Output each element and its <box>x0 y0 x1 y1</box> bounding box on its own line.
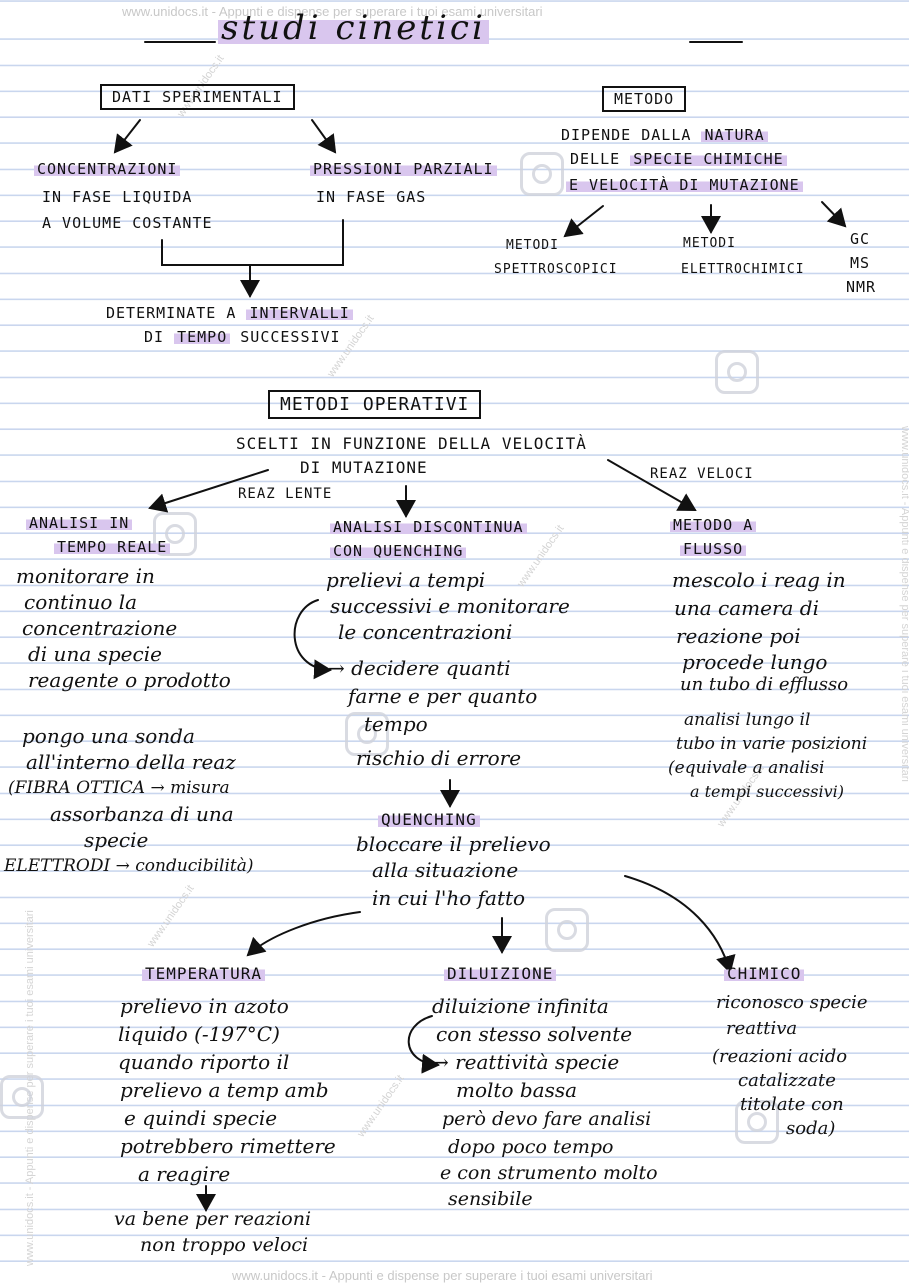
diluizione-title: DILUIZIONE <box>444 964 557 983</box>
chimico-line: (reazioni acido <box>712 1046 848 1067</box>
reaz-veloci-label: REAZ VELOCI <box>650 466 754 482</box>
tempo-reale-line: reagente o prodotto <box>28 668 231 692</box>
discontinua-line: farne e per quanto <box>348 684 538 708</box>
pressioni-title: PRESSIONI PARZIALI <box>310 160 497 178</box>
dati-sperimentali-box: DATI SPERIMENTALI <box>100 84 295 110</box>
conc-line-1: in FASE LIQUIDA <box>42 188 193 206</box>
temperatura-title: TEMPERATURA <box>142 964 265 983</box>
chimico-line: catalizzate <box>738 1070 836 1091</box>
sonda-line: specie <box>84 828 149 852</box>
flusso-line: procede lungo <box>682 650 828 674</box>
flusso-line: mescolo i reag in <box>672 568 846 592</box>
concentrazioni-title: CONCENTRAZIONI <box>34 160 181 178</box>
determinate-line-1: DETERMINATE a INTERVALLI <box>106 304 353 322</box>
metodo-line-1: DIPENDE DALLA NATURA <box>561 126 768 144</box>
flusso-line-2: tubo in varie posizioni <box>676 734 868 754</box>
discontinua-line: prelievi a tempi <box>326 568 486 592</box>
sonda-line: (FIBRA OTTICA → misura <box>8 778 230 798</box>
ms-label: MS <box>850 254 871 272</box>
quenching-title: QUENCHING <box>378 810 480 829</box>
flusso-title-1: METODO A <box>670 516 757 534</box>
diluizione-line: però devo fare analisi <box>442 1108 652 1130</box>
metodo-line-2: DELLE SPECIE CHIMICHE <box>570 150 787 168</box>
tempo-reale-title-1: ANALISI IN <box>26 514 133 532</box>
chimico-title: CHIMICO <box>724 964 805 983</box>
temperatura-line: quando riporto il <box>118 1050 290 1074</box>
flusso-line: una camera di <box>674 596 820 620</box>
sonda-line: pongo una sonda <box>22 724 195 748</box>
tempo-reale-line: di una specie <box>28 642 162 666</box>
quenching-line: bloccare il prelievo <box>356 832 551 856</box>
diluizione-line: e con strumento molto <box>440 1162 658 1184</box>
diluizione-line: sensibile <box>448 1188 533 1210</box>
determinate-line-2: DI TEMPO SUCCESSIVI <box>144 328 341 346</box>
sonda-line: assorbanza di una <box>50 802 234 826</box>
temperatura-line: non troppo veloci <box>140 1234 309 1256</box>
sonda-line: all'interno della reaz <box>26 750 236 774</box>
spettro-line-2: SPETTROSCOPICI <box>494 262 618 277</box>
diluizione-line: diluizione infinita <box>432 994 609 1018</box>
discontinua-line: → decidere quanti <box>328 656 511 680</box>
flusso-line-2: a tempi successivi) <box>690 782 844 801</box>
discontinua-line: rischio di errore <box>356 746 522 770</box>
temperatura-line: prelievo in azoto <box>120 994 289 1018</box>
diluizione-line: → reattività specie <box>432 1050 620 1074</box>
unidocs-logo-icon <box>545 908 589 952</box>
discontinua-title-2: CON QUENCHING <box>330 542 467 560</box>
discontinua-line: successivi e monitorare <box>330 594 570 618</box>
temperatura-line: a reagire <box>138 1162 231 1186</box>
chimico-line: titolate con <box>740 1094 844 1115</box>
temperatura-line: potrebbero rimettere <box>120 1134 336 1158</box>
metodi-operativi-box: METODI OPERATIVI <box>268 390 482 419</box>
chimico-line: soda) <box>786 1118 836 1139</box>
reaz-lente-label: REAZ LENTE <box>238 486 333 502</box>
sonda-line: ELETTRODI → conducibilità) <box>4 856 254 876</box>
discontinua-title-1: ANALISI DISCONTINUA <box>330 518 527 536</box>
press-line-1: in FASE GAS <box>316 188 427 206</box>
chimico-line: riconosco specie <box>716 992 868 1013</box>
diluizione-line: molto bassa <box>456 1078 578 1102</box>
unidocs-logo-icon <box>735 1100 779 1144</box>
gc-label: GC <box>850 230 871 248</box>
quenching-line: in cui l'ho fatto <box>372 886 526 910</box>
temperatura-line: prelievo a temp amb <box>120 1078 329 1102</box>
discontinua-line: tempo <box>364 712 428 736</box>
tempo-reale-title-2: TEMPO REALE <box>54 538 171 556</box>
elettro-line-2: ELETTROCHIMICI <box>681 262 805 277</box>
discontinua-line: le concentrazioni <box>338 620 513 644</box>
diluizione-line: con stesso solvente <box>436 1022 633 1046</box>
tempo-reale-line: continuo la <box>24 590 138 614</box>
flusso-line-2: (equivale a analisi <box>668 758 825 778</box>
unidocs-logo-icon <box>0 1075 44 1119</box>
metodo-line-3: E VELOCITÀ DI MUTAZIONE <box>566 176 803 194</box>
watermark-bottom: www.unidocs.it - Appunti e dispense per … <box>232 1268 653 1283</box>
spettro-line-1: METODI <box>506 238 559 253</box>
unidocs-logo-icon <box>715 350 759 394</box>
temperatura-line: va bene per reazioni <box>114 1208 312 1230</box>
operativi-line-2: DI MUTAZIONE <box>300 458 428 477</box>
flusso-title-2: FLUSSO <box>680 540 747 558</box>
metodo-box: METODO <box>602 86 687 112</box>
elettro-line-1: METODI <box>683 236 736 251</box>
tempo-reale-line: monitorare in <box>16 564 155 588</box>
quenching-line: alla situazione <box>372 858 519 882</box>
page-title: studi cinetici <box>218 8 489 48</box>
nmr-label: NMR <box>846 278 877 296</box>
tempo-reale-line: concentrazione <box>22 616 178 640</box>
operativi-line-1: SCELTI IN FUNZIONE DELLA VELOCITÀ <box>236 434 587 453</box>
conc-line-2: a VOLUME COSTANTE <box>42 214 213 232</box>
temperatura-line: liquido (-197°C) <box>118 1022 280 1046</box>
unidocs-logo-icon <box>520 152 564 196</box>
temperatura-line: e quindi specie <box>124 1106 278 1130</box>
chimico-line: reattiva <box>726 1018 798 1039</box>
flusso-line: un tubo di efflusso <box>680 674 849 695</box>
flusso-line-2: analisi lungo il <box>684 710 811 730</box>
diluizione-line: dopo poco tempo <box>448 1136 614 1158</box>
unidocs-logo-icon <box>153 512 197 556</box>
flusso-line: reazione poi <box>676 624 801 648</box>
unidocs-logo-icon <box>345 712 389 756</box>
